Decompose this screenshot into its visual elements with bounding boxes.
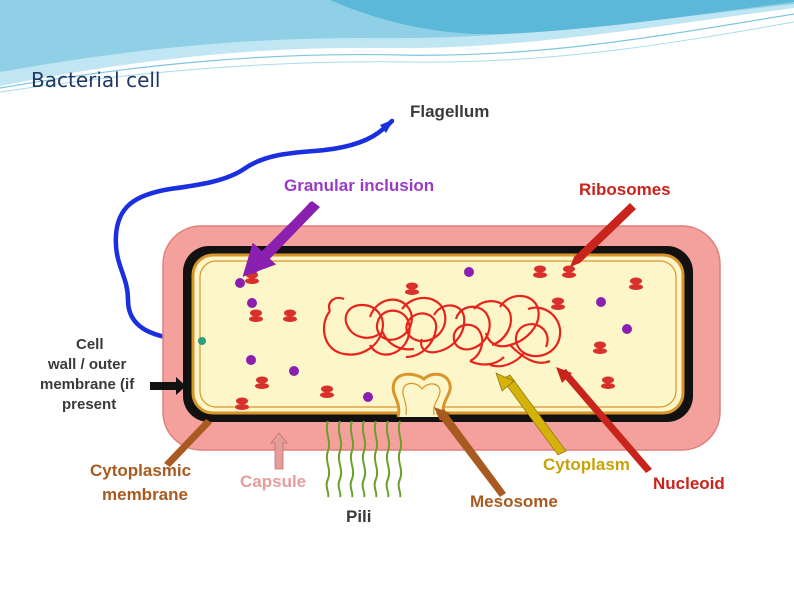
label-cytoplasmic-membrane: Cytoplasmic membrane <box>90 461 196 504</box>
mesosome-arrow-head <box>434 407 450 421</box>
nucleoid-arrow <box>560 369 652 473</box>
nucleoid-dna <box>322 294 562 368</box>
label-nucleoid: Nucleoid <box>653 474 725 493</box>
nucleoid-arrow-head <box>556 367 572 383</box>
label-cell-wall-line-3: membrane (if <box>40 376 135 393</box>
cytoplasm-arrow <box>501 374 567 456</box>
label-cytoplasmic-membrane-line-2: membrane <box>102 485 188 504</box>
mesosome-arrow <box>436 409 506 497</box>
label-cell-wall-line-2: wall / outer <box>47 356 127 373</box>
label-cell-wall-line-1: Cell <box>76 336 104 353</box>
label-cytoplasm: Cytoplasm <box>543 455 630 474</box>
label-capsule: Capsule <box>240 472 306 491</box>
flagellum <box>113 118 395 344</box>
cell-wall-arrow <box>150 377 186 395</box>
label-flagellum: Flagellum <box>410 102 489 121</box>
flagellum-basal-body <box>198 337 206 345</box>
label-ribosomes: Ribosomes <box>579 180 671 199</box>
label-cell-wall: Cell wall / outer membrane (if present <box>40 336 138 413</box>
cytoplasm-arrow-head <box>495 372 515 392</box>
label-mesosome: Mesosome <box>470 492 558 511</box>
label-pili: Pili <box>346 507 372 526</box>
ribosomes <box>235 265 643 410</box>
granular-inclusions <box>235 267 632 402</box>
cytoplasmic-membrane-arrow <box>164 419 212 467</box>
label-cell-wall-line-4: present <box>62 396 116 413</box>
pili <box>325 420 403 498</box>
ribosomes-arrow <box>570 203 636 267</box>
slide-header-swoosh <box>0 0 794 93</box>
label-cytoplasmic-membrane-line-1: Cytoplasmic <box>90 461 191 480</box>
slide-title: Bacterial cell <box>31 68 161 92</box>
capsule-arrow <box>270 432 288 470</box>
bacterial-cell-diagram: Flagellum Granular inclusion Ribosomes C… <box>40 102 725 526</box>
label-granular-inclusion: Granular inclusion <box>284 176 434 195</box>
